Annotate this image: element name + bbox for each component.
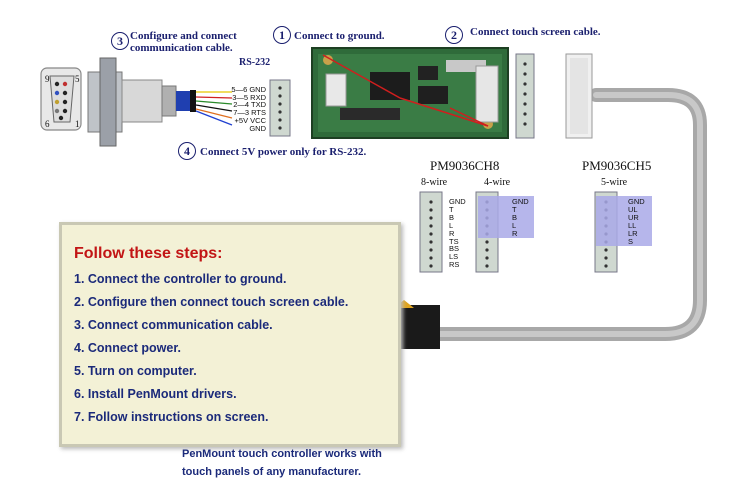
highlight-5wire (596, 196, 652, 246)
step-item: 4. Connect power. (74, 341, 181, 355)
rs232-label: RS-232 (239, 57, 271, 68)
db9-number-1: 1 (75, 119, 80, 129)
touch-panel-steps-box (59, 222, 401, 447)
callout-1-number: 1 (273, 26, 291, 44)
model-ch5: PM9036CH5 (582, 158, 652, 173)
footer-line-1: PenMount touch controller works with (182, 448, 382, 460)
footer-line-2: touch panels of any manufacturer. (182, 466, 362, 478)
label-5wire: 5-wire (601, 177, 628, 188)
pinlist-4wire: GND T B L R (512, 197, 529, 238)
callout-4-text: Connect 5V power only for RS-232. (200, 146, 367, 158)
rs232-header (269, 79, 291, 137)
step-item: 3. Connect communication cable. (74, 318, 273, 332)
label-8wire: 8-wire (421, 177, 448, 188)
step-item: 2. Configure then connect touch screen c… (74, 295, 349, 309)
header-8wire (419, 191, 443, 273)
pinlist-8wire: GND T B L R TS BS LS RS (449, 197, 466, 270)
db9-number-6: 6 (45, 119, 50, 129)
db9-connector (40, 57, 196, 147)
step-item: 5. Turn on computer. (74, 364, 197, 378)
flex-tail (394, 305, 440, 349)
pinlist-5wire: GND UL UR LL LR S (628, 197, 645, 246)
callout-2-text: Connect touch screen cable. (470, 26, 601, 38)
callout-4-number: 4 (178, 142, 196, 160)
step-item: 7. Follow instructions on screen. (74, 410, 269, 424)
highlight-4wire (478, 196, 534, 238)
rs232-pin-list: 5—6 GND 3—5 RXD 2—4 TXD 7—3 RTS +5V VCC … (231, 85, 266, 133)
callout-1-text: Connect to ground. (294, 30, 385, 42)
label-4wire: 4-wire (484, 177, 511, 188)
step-item: 6. Install PenMount drivers. (74, 387, 237, 401)
controller-pcb (311, 47, 509, 139)
steps-title: Follow these steps: (74, 245, 223, 262)
step-item: 1. Connect the controller to ground. (74, 272, 287, 286)
db9-number-5: 5 (75, 74, 80, 84)
ts-header-white (515, 53, 535, 139)
model-ch8: PM9036CH8 (430, 158, 500, 173)
callout-2-number: 2 (445, 26, 463, 44)
callout-3-number: 3 (111, 32, 129, 50)
callout-3-text: Configure and connect communication cabl… (130, 30, 237, 54)
db9-number-9: 9 (45, 74, 50, 84)
